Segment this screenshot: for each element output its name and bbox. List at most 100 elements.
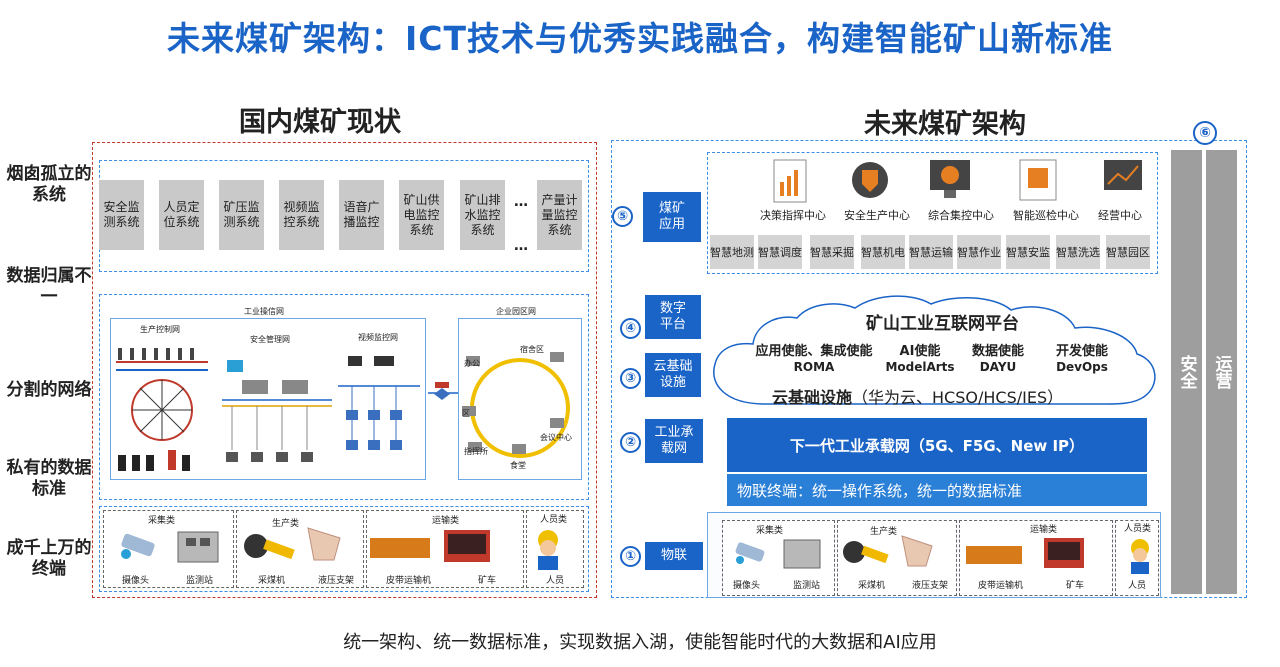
right-group-label-transport: 运输类 [1030,525,1058,535]
row-label-private-standard: 私有的数据标准 [6,458,92,499]
center-integrated-control: 综合集控中心 [928,209,994,222]
layer-label-iot-text: 物联 [660,548,687,563]
network-bar: 下一代工业承载网（5G、F5G、New IP） [727,418,1147,472]
cloud-infra-line: 云基础设施（华为云、HCSO/HCS/IES） [772,384,1063,408]
center-smart-inspection: 智能巡检中心 [1013,209,1079,222]
enabler-devops: DevOps [1056,360,1108,374]
layer-num-4: ④ [620,318,641,339]
layer-num-2: ② [620,432,641,453]
right-item-personnel: 人员 [1128,581,1147,591]
left-heading: 国内煤矿现状 [239,107,401,138]
enabler-roma: ROMA [793,360,835,374]
right-item-monitor-station: 监测站 [793,581,821,591]
center-decision-command: 决策指挥中心 [760,209,826,222]
layer-num-5: ⑤ [612,206,633,227]
campus-node-dorm: 宿舍区 [520,345,544,354]
iot-bar: 物联终端：统一操作系统，统一的数据标准 [727,474,1147,506]
cloud-infra-detail: （华为云、HCSO/HCS/IES） [852,388,1064,407]
layer-num-3: ③ [620,368,641,389]
left-group-label-production: 生产类 [272,519,300,529]
system-pressure-monitor: 矿压监测系统 [219,180,264,250]
system-production-metering: 产量计量监控系统 [537,180,582,250]
current-status-frame [92,142,597,598]
app-washing: 智慧洗选 [1056,235,1100,269]
layer-label-industrial-network: 工业承载网 [645,419,703,463]
ellipsis-bottom: … [514,238,528,254]
app-operation: 智慧作业 [957,235,1001,269]
campus-network-label: 企业园区网 [496,307,536,316]
layer-label-industrial-network-text: 工业承载网 [654,425,694,456]
footer-summary: 统一架构、统一数据标准，实现数据入湖，使能智能时代的大数据和AI应用 [343,632,937,653]
system-video-monitor: 视频监控系统 [279,180,324,250]
campus-node-office: 办公 [464,359,480,368]
campus-ring-drawing [462,352,570,458]
right-item-camera: 摄像头 [733,581,761,591]
row-label-terminals: 成千上万的终端 [6,538,92,579]
left-item-mine-car: 矿车 [478,576,497,586]
industrial-network-label: 工业操信网 [244,307,284,316]
layer-num-6: ⑥ [1193,121,1217,145]
platform-title: 矿山工业互联网平台 [866,314,1019,334]
app-excavation: 智慧采掘 [810,235,854,269]
right-group-label-production: 生产类 [870,527,898,537]
enabler-data: 数据使能 [971,344,1024,359]
left-item-hydraulic-support: 液压支架 [318,576,355,586]
security-column-label: 安全 [1176,355,1197,389]
safety-network-label: 安全管理网 [250,335,290,344]
security-column: 安全 [1171,150,1202,594]
right-terminal-icons [735,535,1149,574]
left-group-label-transport: 运输类 [432,516,460,526]
left-terminals-box [99,506,589,592]
left-item-belt-conveyor: 皮带运输机 [386,576,432,586]
app-safety-supervision: 智慧安监 [1006,235,1050,269]
left-group-label-collect: 采集类 [148,516,176,526]
right-heading: 未来煤矿架构 [864,109,1026,140]
operation-column-label: 运营 [1211,355,1232,389]
campus-node-area: 区 [462,409,470,418]
app-campus: 智慧园区 [1106,235,1150,269]
layer-label-cloud-infra: 云基础设施 [645,353,701,397]
layer-label-coal-apps: 煤矿应用 [643,192,701,242]
enabler-dayu: DAYU [979,360,1017,374]
left-item-personnel: 人员 [546,576,565,586]
operation-column: 运营 [1206,150,1237,594]
row-label-silo: 烟囱孤立的系统 [6,164,92,205]
center-icons [773,159,1142,203]
left-group-label-personnel: 人员类 [540,515,568,525]
enabler-dev: 开发使能 [1055,344,1108,359]
layer-label-digital-platform-text: 数字平台 [659,301,686,332]
layer-num-1: ① [620,546,641,567]
right-item-shearer: 采煤机 [858,581,886,591]
network-box [99,294,589,500]
network-bar-text: 下一代工业承载网（5G、F5G、New IP） [789,436,1085,455]
right-terminal-group-transport [959,520,1113,596]
system-safety-monitor: 安全监测系统 [99,180,144,250]
cloud-shape [713,295,1156,405]
left-item-monitor-station: 监测站 [186,576,214,586]
right-item-mine-car: 矿车 [1066,581,1085,591]
left-terminal-icons [121,527,558,570]
iot-bar-text: 物联终端：统一操作系统，统一的数据标准 [737,481,1023,500]
video-network-label: 视频监控网 [358,333,398,342]
enabler-app-integration: 应用使能、集成使能 [755,344,873,359]
campus-node-command: 指挥所 [464,447,488,456]
production-control-label: 生产控制网 [140,325,180,334]
system-drainage: 矿山排水监控系统 [460,180,505,250]
row-label-split-network: 分割的网络 [6,380,92,400]
right-item-hydraulic-support: 液压支架 [912,581,949,591]
layer-label-iot: 物联 [645,542,703,570]
center-safety-production: 安全生产中心 [844,209,910,222]
app-transport: 智慧运输 [909,235,953,269]
center-operation: 经营中心 [1098,209,1142,222]
right-group-label-personnel: 人员类 [1124,524,1152,534]
industrial-network [110,318,426,480]
layer-label-digital-platform: 数字平台 [645,295,701,339]
right-terminal-group-personnel [1115,520,1159,596]
page-title: 未来煤矿架构：ICT技术与优秀实践融合，构建智能矿山新标准 [166,19,1113,58]
app-dispatch: 智慧调度 [758,235,802,269]
apps-box [707,152,1158,274]
system-power-supply: 矿山供电监控系统 [399,180,444,250]
row-label-data-ownership: 数据归属不一 [6,266,92,307]
campus-network [458,318,582,480]
ellipsis-top: … [514,194,528,210]
